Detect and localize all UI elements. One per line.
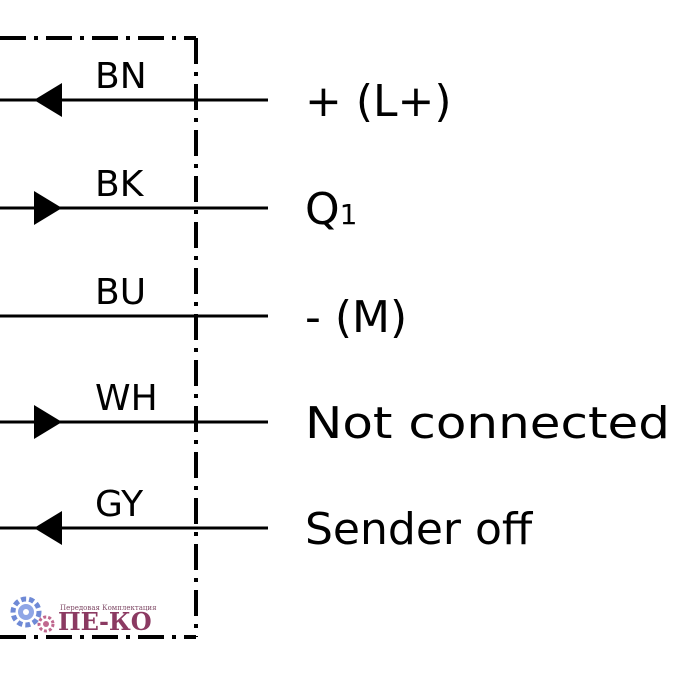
- wire-row-bk: BK Q1: [0, 164, 357, 235]
- wire-code-label: BN: [95, 56, 147, 97]
- wire-row-gy: GY Sender off: [0, 484, 534, 555]
- gear-small-icon: [37, 615, 55, 633]
- signal-label: - (M): [305, 292, 407, 343]
- wire-row-wh: WH Not connected: [0, 378, 670, 449]
- wire-row-bu: BU - (M): [0, 272, 407, 343]
- watermark-logo: Передовая Комплектация ПЕ-КО: [10, 596, 157, 636]
- wire-code-label: WH: [95, 378, 158, 419]
- arrow-in-icon: [34, 83, 62, 117]
- housing-outline: [0, 36, 198, 639]
- arrow-out-icon: [34, 405, 62, 439]
- signal-label: + (L+): [305, 76, 452, 127]
- signal-label: Sender off: [305, 504, 534, 555]
- watermark-tagline: Передовая Комплектация: [60, 604, 157, 612]
- signal-label: Not connected: [305, 398, 670, 449]
- signal-label: Q1: [305, 184, 357, 235]
- wire-code-label: GY: [95, 484, 144, 525]
- wire-code-label: BK: [95, 164, 145, 205]
- arrow-out-icon: [34, 191, 62, 225]
- gear-icon: [10, 596, 42, 628]
- arrow-in-icon: [34, 511, 62, 545]
- wire-row-bn: BN + (L+): [0, 56, 452, 127]
- watermark-logo-text: ПЕ-КО: [58, 607, 152, 636]
- wire-code-label: BU: [95, 272, 146, 313]
